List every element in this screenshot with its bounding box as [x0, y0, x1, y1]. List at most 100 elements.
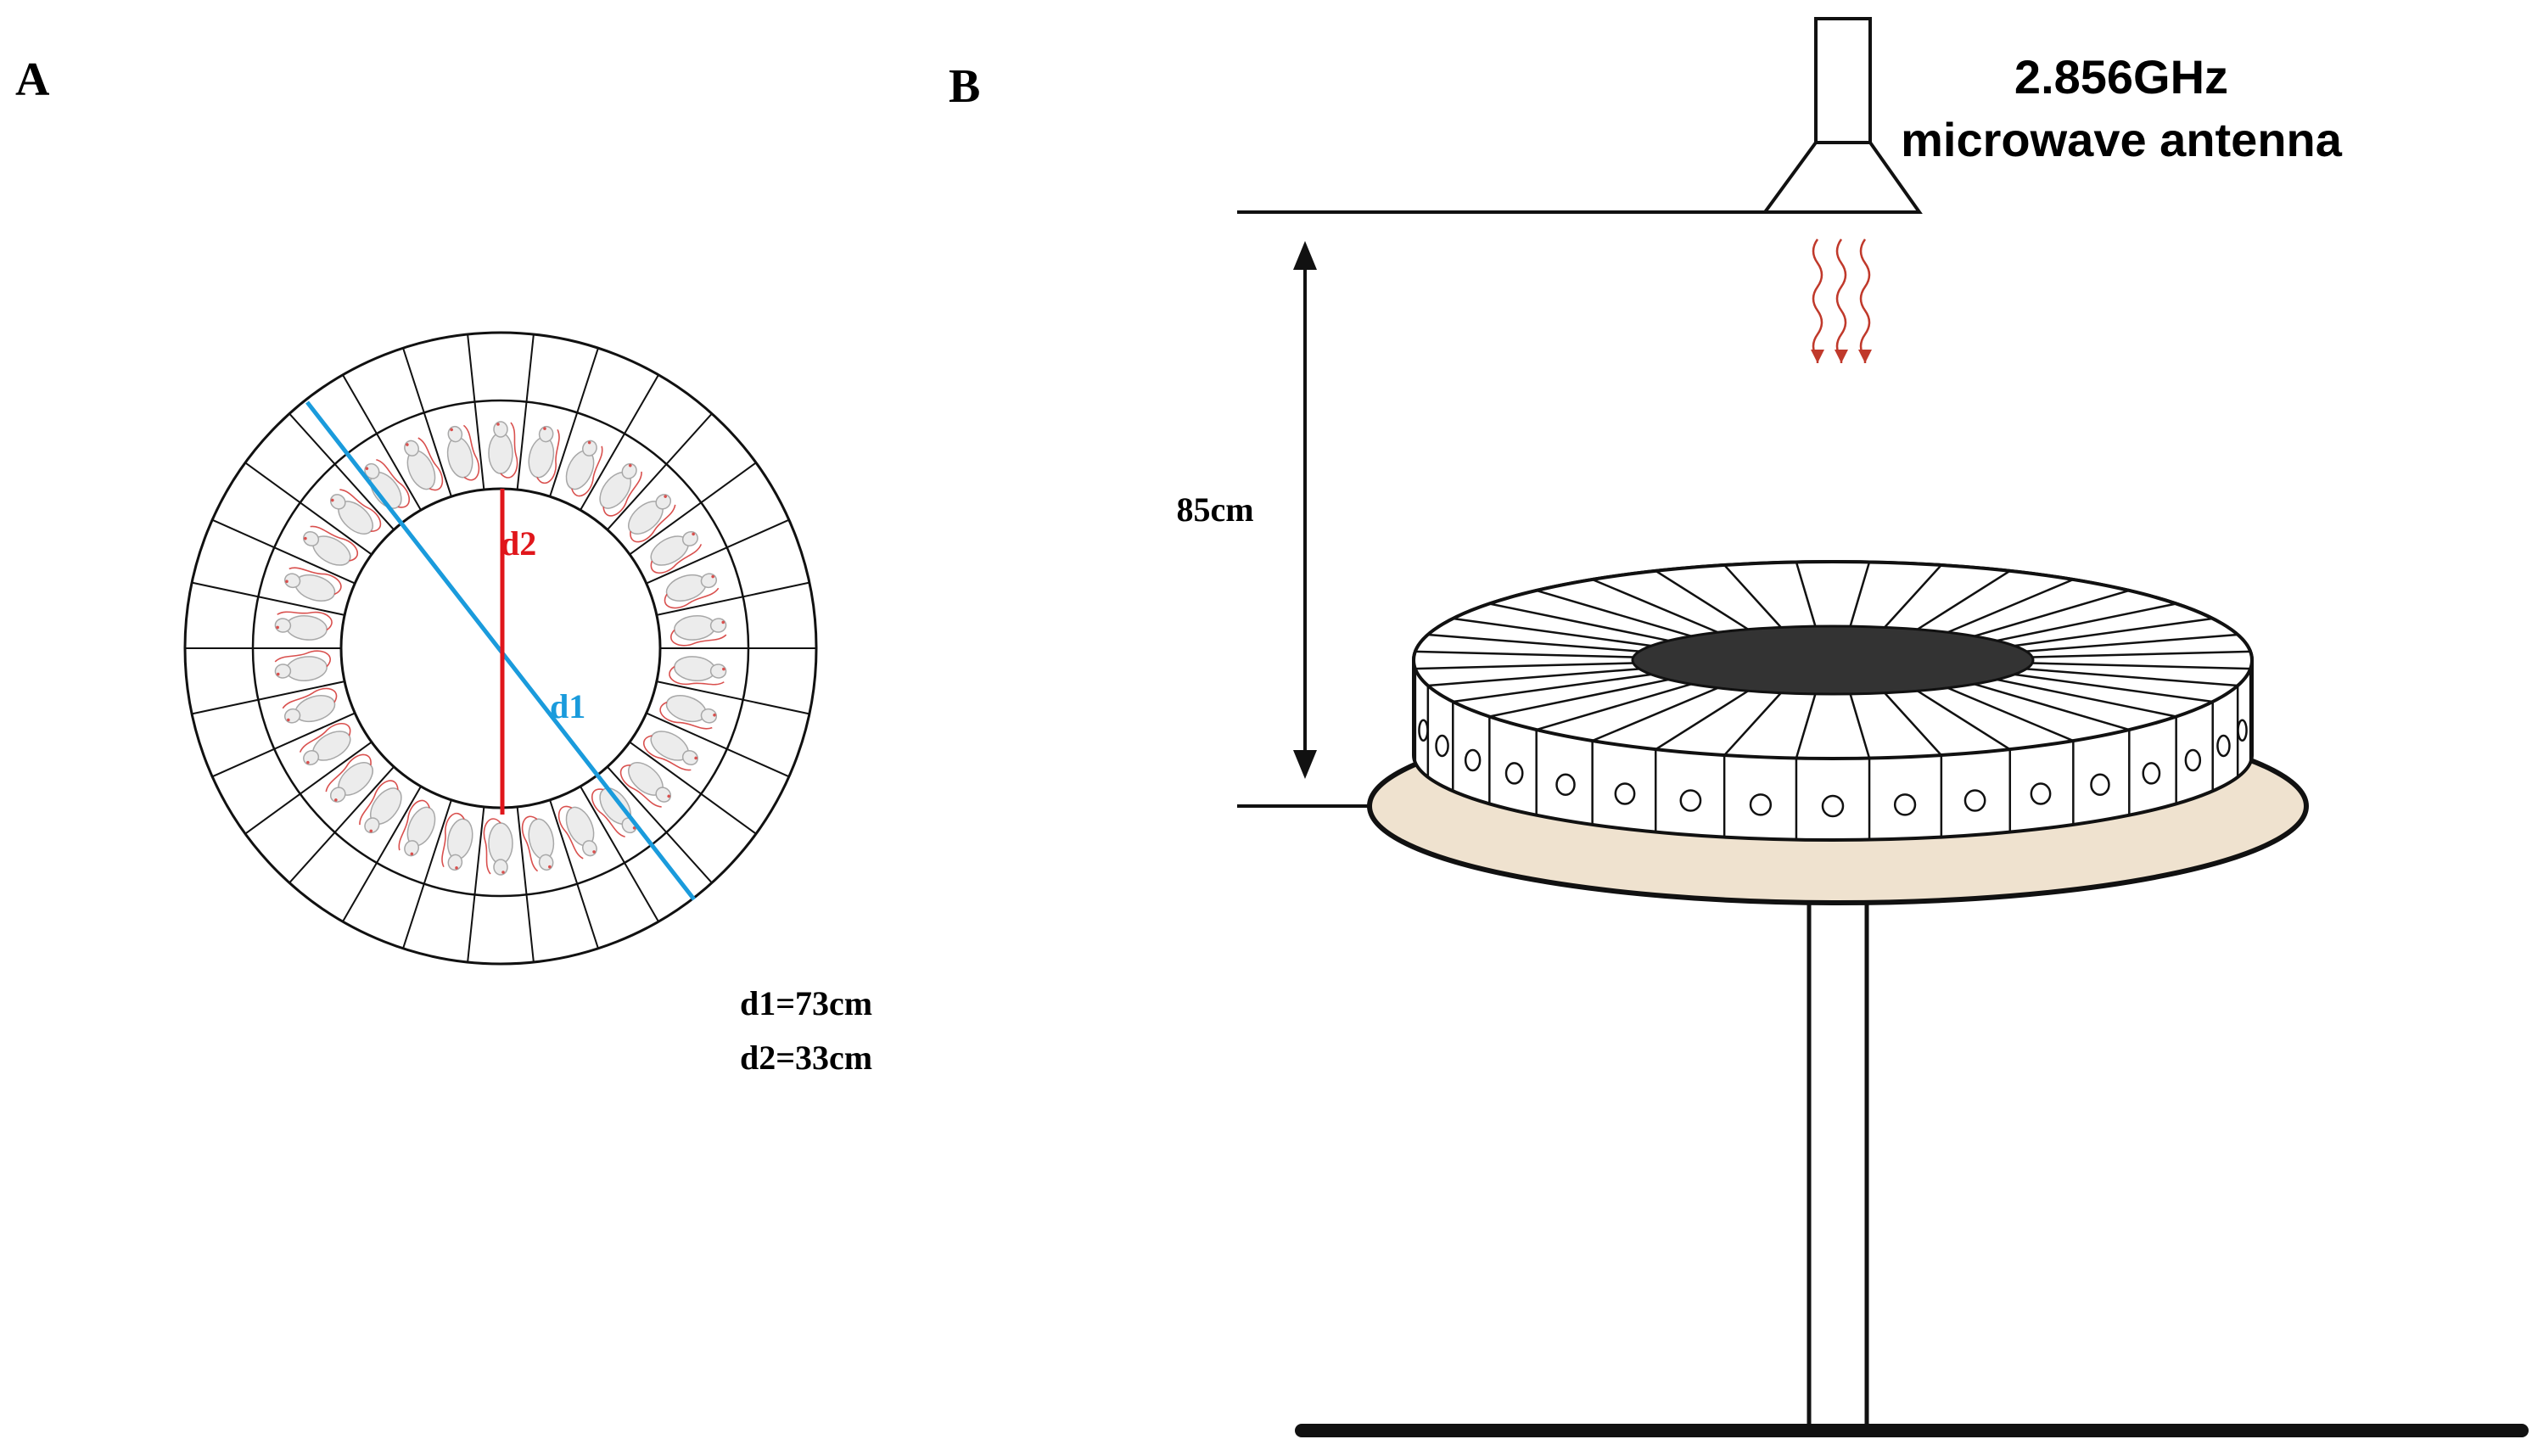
- compartment-divider: [191, 581, 345, 616]
- rat-tail: [359, 780, 399, 826]
- rat-tail: [462, 424, 480, 481]
- compartment-divider: [1453, 673, 1652, 703]
- rat-icon: [642, 731, 698, 771]
- rat-tail: [282, 687, 338, 709]
- rat-body: [488, 432, 513, 474]
- ventilation-hole: [1464, 748, 1482, 772]
- rat-eye: [711, 574, 714, 579]
- ventilation-hole: [1963, 789, 1986, 812]
- panel-a: A d2 d1 d1=73cm d2=33cm: [15, 53, 872, 1077]
- rat-tail: [664, 587, 720, 609]
- rat-tail: [591, 788, 625, 838]
- legend-d2: d2=33cm: [740, 1039, 872, 1077]
- rat-eye: [694, 756, 697, 760]
- compartment-divider: [607, 766, 713, 884]
- rat-icon: [669, 656, 727, 686]
- rat-eye: [628, 463, 632, 468]
- rat-icon: [282, 687, 338, 724]
- ventilation-hole: [1504, 762, 1524, 785]
- rat-eye: [365, 467, 369, 470]
- compartment-divider: [1592, 686, 1719, 742]
- compartment-divider: [656, 581, 810, 616]
- compartment-divider: [1795, 693, 1817, 759]
- distance-label: 85cm: [1176, 490, 1253, 529]
- d1-label: d1: [550, 687, 585, 725]
- compartment-divider: [1427, 633, 1640, 652]
- antenna-name: microwave antenna: [1901, 113, 2343, 166]
- compartment-divider: [629, 741, 757, 835]
- rat-tail: [274, 650, 331, 668]
- compartment-divider: [1947, 578, 2074, 634]
- compartment-divider: [549, 347, 599, 497]
- wave-2: [1835, 238, 1847, 363]
- compartment-divider: [1489, 602, 1669, 642]
- compartment-divider: [1592, 578, 1719, 634]
- rat-icons: [274, 421, 727, 876]
- ventilation-hole: [2090, 773, 2110, 796]
- compartment-divider: [516, 806, 535, 963]
- rat-icon: [329, 489, 382, 535]
- rat-icon: [441, 812, 473, 871]
- compartment-divider: [1723, 564, 1782, 629]
- ventilation-hole: [1679, 789, 1702, 812]
- compartment-divider: [1536, 683, 1692, 731]
- rat-head: [404, 840, 419, 857]
- compartment-divider: [580, 786, 659, 922]
- compartment-divider: [1795, 562, 1817, 627]
- legend-d1: d1=73cm: [740, 984, 872, 1022]
- rat-icon: [299, 723, 351, 766]
- distance-arrow-bottom: [1293, 750, 1317, 779]
- rat-eye: [450, 428, 453, 432]
- compartment-divider: [1849, 562, 1871, 627]
- rat-icon: [521, 815, 555, 872]
- compartment-divider: [467, 806, 485, 963]
- compartment-divider: [1414, 650, 1633, 658]
- compartment-divider: [1884, 692, 1942, 756]
- d2-label: d2: [501, 524, 536, 563]
- rat-icon: [446, 424, 480, 481]
- rat-head: [364, 817, 380, 834]
- rat-eye: [721, 620, 725, 624]
- ventilation-hole: [1614, 782, 1636, 805]
- rat-tail: [536, 428, 560, 484]
- rat-eye: [713, 713, 716, 717]
- compartment-divider: [2025, 633, 2238, 652]
- drum-top-dividers: [1414, 562, 2251, 759]
- rat-head: [681, 749, 698, 766]
- rat-tail: [670, 629, 727, 647]
- rat-icon: [404, 437, 444, 491]
- rat-tail: [299, 723, 351, 753]
- ventilation-hole: [1435, 734, 1449, 758]
- rat-head: [709, 664, 727, 679]
- rat-eye: [369, 829, 373, 833]
- rat-icon: [628, 494, 676, 543]
- compartment-divider: [607, 412, 713, 530]
- compartment-divider: [580, 374, 659, 511]
- rat-eye: [664, 495, 667, 498]
- wave-1-arrowhead: [1811, 350, 1824, 363]
- rat-icon: [488, 421, 518, 479]
- rat-eye: [306, 760, 310, 764]
- ventilation-hole: [2030, 782, 2052, 805]
- rat-tail: [602, 471, 642, 517]
- compartment-divider: [342, 374, 422, 511]
- distance-marker: 85cm: [1176, 241, 1317, 779]
- rat-eye: [455, 866, 458, 870]
- compartment-divider: [1974, 683, 2130, 731]
- ventilation-holes: [1418, 719, 2248, 818]
- rat-eye: [276, 625, 279, 630]
- rat-tail: [669, 665, 725, 686]
- drum-center-hub: [1631, 624, 2035, 696]
- rat-tail: [417, 437, 444, 491]
- rat-eye: [722, 667, 725, 671]
- compartment-divider: [1655, 690, 1749, 751]
- compartment-divider: [211, 712, 356, 778]
- microwave-antenna: [1762, 17, 1923, 214]
- cage-drum: [1412, 560, 2254, 842]
- ventilation-hole: [2216, 734, 2231, 758]
- compartment-divider: [191, 680, 345, 715]
- compartment-dividers: [185, 333, 816, 963]
- rat-head: [493, 421, 508, 438]
- compartment-divider: [646, 712, 790, 778]
